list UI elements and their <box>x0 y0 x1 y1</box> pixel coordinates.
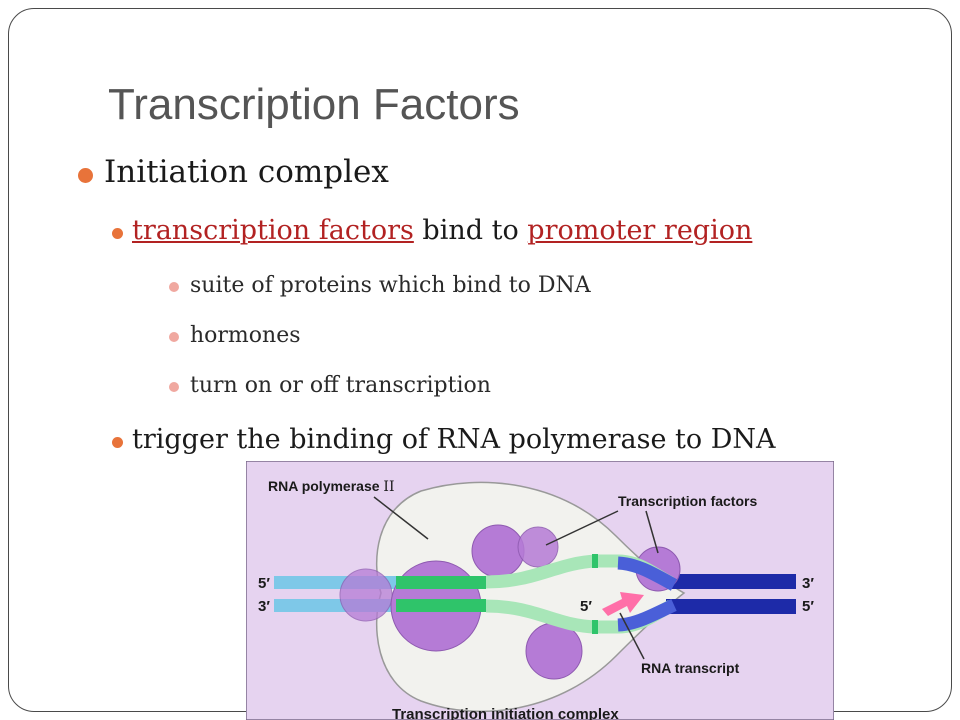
transcript-leader-line <box>619 612 645 660</box>
bullet-dot <box>78 168 93 183</box>
promoter-top <box>396 576 486 589</box>
bullet-dot <box>112 228 123 239</box>
bullet-text: Initiation complex <box>104 154 389 190</box>
bullet-dot <box>169 332 179 342</box>
protein-left-small <box>339 568 393 622</box>
protein-bottom-factor <box>525 622 583 680</box>
bind-to-text: bind to <box>413 215 528 246</box>
rna-five-prime-label: 5′ <box>580 598 592 615</box>
transcription-factors-link[interactable]: transcription factors <box>132 215 414 246</box>
rna-transcript-arrow <box>602 592 644 616</box>
bullet-dot <box>169 282 179 292</box>
right-bottom-end-label: 5′ <box>802 598 814 615</box>
protein-top-factor-2 <box>517 526 559 568</box>
left-bottom-end-label: 3′ <box>258 598 270 615</box>
transcription-factors-label: Transcription factors <box>618 493 757 509</box>
dna-right-bottom-strand <box>666 599 796 614</box>
green-mark-top <box>592 554 598 568</box>
sub-bullet-turn-on-off: turn on or off transcription <box>169 373 491 398</box>
template-strand-blue-bottom <box>617 599 677 632</box>
left-top-end-label: 5′ <box>258 575 270 592</box>
figure-svg: RNA polymerase II Transcription factors … <box>246 461 834 720</box>
dna-right-top-strand <box>666 574 796 589</box>
bullet-initiation-complex: Initiation complex <box>78 154 389 190</box>
rna-transcript-label: RNA transcript <box>641 660 740 676</box>
sub-bullet-hormones: hormones <box>169 323 301 348</box>
promoter-bottom <box>396 599 486 612</box>
template-strand-blue-top <box>617 556 678 591</box>
factors-leader-line-2 <box>645 510 659 554</box>
bullet-text: trigger the binding of RNA polymerase to… <box>132 424 776 455</box>
bullet-text: turn on or off transcription <box>190 373 491 398</box>
promoter-region-link[interactable]: promoter region <box>527 215 753 246</box>
bullet-dot <box>112 437 123 448</box>
polymerase-label: RNA polymerase II <box>268 478 394 495</box>
bullet-text: suite of proteins which bind to DNA <box>190 273 591 298</box>
green-mark-bottom <box>592 620 598 634</box>
figure-caption: Transcription initiation complex <box>392 706 619 720</box>
transcription-initiation-figure: RNA polymerase II Transcription factors … <box>246 461 834 720</box>
bullet-text: hormones <box>190 323 301 348</box>
bullet-trigger-binding: trigger the binding of RNA polymerase to… <box>112 424 776 455</box>
polymerase-leader-line <box>373 496 429 540</box>
protein-top-factor <box>471 524 525 578</box>
bullet-factors-bind: transcription factors bind to promoter r… <box>112 215 753 246</box>
slide-title: Transcription Factors <box>108 80 520 129</box>
factors-leader-line-1 <box>545 510 619 546</box>
right-top-end-label: 3′ <box>802 575 814 592</box>
bullet-dot <box>169 382 179 392</box>
sub-bullet-proteins: suite of proteins which bind to DNA <box>169 273 591 298</box>
